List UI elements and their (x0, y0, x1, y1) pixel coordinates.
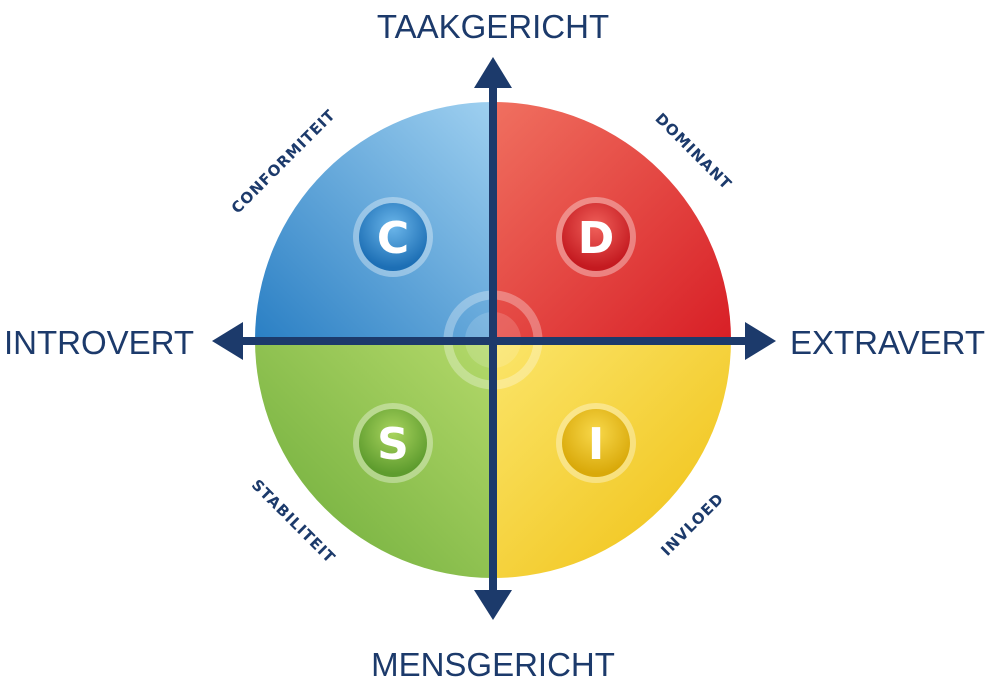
svg-text:D: D (578, 213, 615, 264)
letter-s-badge: S (353, 403, 433, 483)
letter-c-badge: C (353, 197, 433, 277)
axis-label-top: TAAKGERICHT (377, 8, 609, 45)
svg-text:I: I (588, 419, 604, 470)
svg-text:S: S (377, 419, 409, 470)
svg-text:C: C (377, 213, 409, 264)
axis-label-bottom: MENSGERICHT (371, 646, 615, 683)
letter-d-badge: D (556, 197, 636, 277)
horizontal-axis-arrow (212, 322, 776, 360)
axis-label-right: EXTRAVERT (790, 324, 985, 361)
axis-label-left: INTROVERT (4, 324, 194, 361)
letter-i-badge: I (556, 403, 636, 483)
